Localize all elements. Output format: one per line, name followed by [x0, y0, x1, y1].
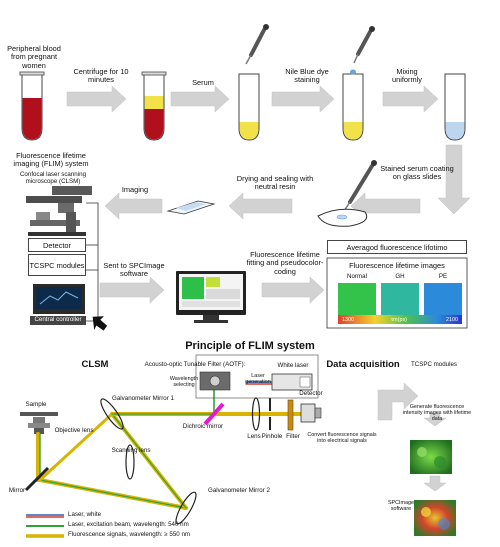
spcimage-label: Sent to SPCImage software	[103, 261, 165, 279]
mirror-label: Mirror	[8, 487, 26, 494]
convert-label: Convert fluorescence signals into electr…	[307, 432, 377, 445]
scale-unit: τm(ps)	[391, 317, 407, 323]
flow-arrow	[104, 192, 163, 220]
coating-label: Stained serum coating on glass slides	[380, 164, 454, 182]
spcimage-software-label: SPCImage software	[387, 500, 415, 513]
detector-label: Detector	[299, 390, 323, 397]
clsm-label: Confocal laser scanning microscope (CLSM…	[19, 171, 87, 185]
centrifuge-label: Centrifuge for 10 minutes	[73, 67, 129, 85]
flow-arrow	[99, 276, 165, 304]
pipette-icon	[245, 24, 269, 65]
dichroic-mirror-icon	[203, 402, 225, 426]
filter-icon	[287, 399, 294, 431]
flow-arrow	[382, 85, 439, 113]
serum-label: Serum	[192, 78, 214, 87]
laser-device-icon	[199, 371, 231, 391]
generate-label: Generate fluorescence intensity images w…	[402, 404, 472, 423]
tcspc-box: TCSPC modules	[28, 254, 86, 276]
lifetime-images-panel	[326, 257, 468, 329]
drying-label: Drying and sealing with neutral resin	[236, 174, 314, 192]
white-laser-label: White laser	[277, 362, 309, 369]
lens-icon	[125, 444, 135, 480]
cell-image-icon	[414, 500, 456, 536]
tube-icon	[238, 73, 260, 141]
avg-lifetime-box: Averagod fluorescence lifotimo	[327, 240, 467, 254]
monitor-icon	[30, 284, 86, 325]
legend-excitation: Laser, excitation beam, wavelength: 540 …	[68, 521, 189, 528]
fitting-label: Fluorescence lifetime fitting and pseudo…	[246, 250, 324, 276]
flow-arrow	[271, 85, 335, 113]
flow-arrow	[228, 192, 293, 220]
filter-label: Filter	[286, 433, 300, 440]
mirror-icon	[175, 491, 197, 525]
scanning-lens-label: Scanning lens	[111, 447, 151, 454]
group-gh: GH	[395, 273, 405, 280]
flim-title: Fluorescence lifetime imaging (FLIM) sys…	[13, 151, 89, 169]
principle-title: Principle of FLIM system	[185, 340, 315, 352]
legend-fluorescence: Fluorescence signals, wavelength: ≥ 550 …	[68, 531, 191, 538]
monitor-icon	[176, 271, 246, 323]
blood-label: Peripheral blood from pregnant women	[7, 44, 61, 70]
flow-arrow	[423, 412, 447, 427]
imaging-label: Imaging	[121, 185, 149, 194]
glass-slide-icon	[166, 200, 216, 215]
flow-arrow	[261, 276, 325, 304]
legend-swatches	[26, 514, 64, 538]
images-title: Fluorescence lifetime images	[349, 261, 445, 270]
staining-label: Nile Blue dye staining	[285, 67, 329, 85]
wavelength-selecting-label: Wavelength selecting	[169, 376, 199, 389]
sample-label: Sample	[25, 401, 47, 408]
group-normal: Normal	[347, 273, 367, 280]
mirror-icon	[100, 398, 124, 430]
lens-label: Lens	[247, 433, 261, 440]
flow-arrow	[437, 144, 471, 215]
group-pe: PE	[438, 273, 448, 280]
aotf-label: Acousto-optic Tunable Filter (AOTF):	[144, 361, 246, 368]
detector-box: Detector	[28, 238, 86, 252]
dichroic-label: Dichroic mirror	[182, 423, 224, 430]
tcspc-label: TCSPC modules	[410, 361, 458, 368]
flow-arrow	[423, 475, 447, 492]
flow-arrow	[66, 85, 127, 113]
mirror-icon	[24, 466, 50, 492]
flow-arrow	[377, 382, 419, 421]
pointer-arrow-icon	[92, 316, 108, 331]
tube-icon	[342, 69, 364, 141]
flow-arrow	[170, 85, 230, 113]
cell-image-icon	[410, 440, 452, 474]
controller-label: Central controller	[34, 316, 82, 323]
laser-generation-label: Laser generation	[245, 373, 271, 386]
tube-icon	[444, 73, 466, 141]
clsm-heading: CLSM	[81, 359, 109, 370]
scale-max: 2100	[446, 317, 458, 323]
microscope-icon	[26, 186, 92, 236]
scale-min: 1300	[342, 317, 354, 323]
detector-icon	[300, 403, 322, 423]
tube-icon	[141, 71, 167, 141]
pipette-icon	[353, 26, 375, 64]
pinhole-label: Pinhole	[261, 433, 283, 440]
objective-lens-label: Objective lens	[54, 427, 94, 434]
legend-white: Laser, white	[68, 511, 102, 518]
glass-slide-icon	[317, 208, 368, 227]
tube-icon	[19, 71, 45, 141]
mixing-label: Mixing uniformly	[392, 67, 422, 85]
acq-heading: Data acquisition	[326, 359, 400, 370]
objective-lens-icon	[20, 412, 58, 434]
galvo1-label: Galvanometer Mirror 1	[112, 395, 174, 402]
laser-device-icon	[271, 373, 313, 391]
galvo2-label: Galvanometer Mirror 2	[208, 487, 270, 494]
